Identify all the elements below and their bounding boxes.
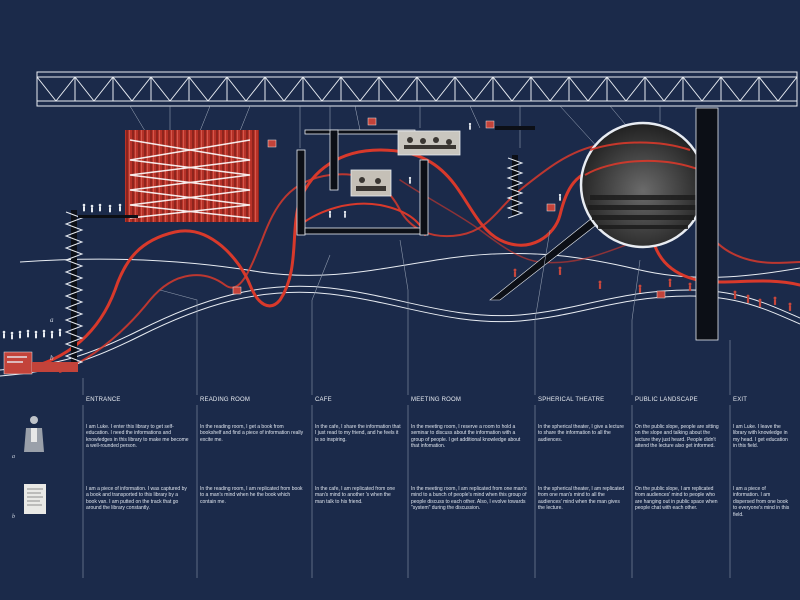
desc-a-exit: I am Luke. I leave the library with know… [733, 424, 793, 450]
desc-b-exit: I am a piece of information. I am disper… [733, 486, 793, 518]
avatar-luke [22, 413, 46, 453]
entrance-spiral-stair [66, 210, 82, 370]
row-marker-a: a [12, 454, 15, 460]
desc-b-spherical-theatre: In the spherical theater, I am replicate… [538, 486, 626, 512]
zone-label-meeting-room: MEETING ROOM [411, 397, 461, 403]
reading-room-bookshelf [125, 130, 259, 222]
desc-a-meeting-room: In the meeting room, I reserve a room to… [411, 424, 527, 450]
desc-b-reading-room: In the reading room, I am replicated fro… [200, 486, 304, 505]
ground-slope [0, 253, 800, 376]
meeting-room-photos [351, 131, 460, 196]
entrance-walkway [78, 215, 138, 218]
zone-label-public-landscape: PUBLIC LANDSCAPE [635, 397, 698, 403]
diagram-marker-b: b [50, 354, 54, 362]
desc-b-public-landscape: On the public slope, I am replicated fro… [635, 486, 723, 512]
zone-label-reading-room: READING ROOM [200, 397, 250, 403]
zone-label-spherical-theatre: SPHERICAL THEATRE [538, 397, 604, 403]
zone-label-exit: EXIT [733, 397, 747, 403]
theatre-stair-tower [495, 126, 535, 218]
desc-a-reading-room: In the reading room, I get a book from b… [200, 424, 304, 443]
zone-label-entrance: ENTRANCE [86, 397, 121, 403]
desc-b-entrance: I am a piece of information. I was captu… [86, 486, 190, 512]
roof-truss [37, 72, 797, 106]
avatar-information [24, 484, 46, 514]
desc-a-public-landscape: On the public slope, people are sitting … [635, 424, 723, 450]
desc-a-entrance: I am Luke. I enter this library to get s… [86, 424, 190, 450]
zone-leader-lines [83, 230, 730, 395]
desc-b-cafe: In the cafe, I am replicated from one ma… [315, 486, 401, 505]
desc-b-meeting-room: In the meeting room, I am replicated fro… [411, 486, 527, 512]
exit-column [696, 108, 718, 340]
desc-a-spherical-theatre: In the spherical theater, I give a lectu… [538, 424, 626, 443]
row-marker-b: b [12, 514, 15, 520]
desc-a-cafe: In the cafe, I share the information tha… [315, 424, 401, 443]
zone-label-cafe: CAFE [315, 397, 332, 403]
diagram-marker-a: a [50, 316, 54, 324]
spherical-theatre [581, 123, 705, 247]
